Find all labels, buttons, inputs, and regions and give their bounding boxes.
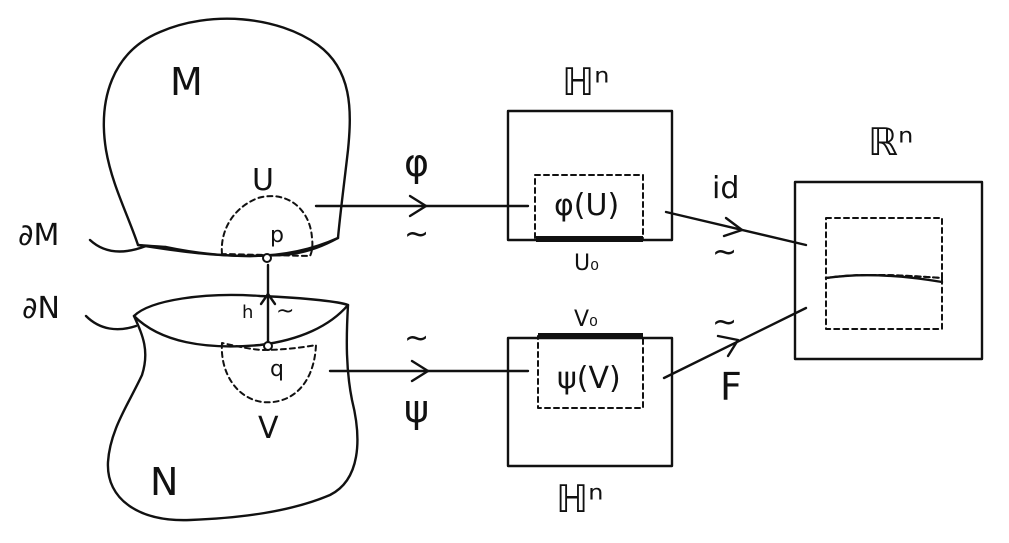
boundary-N-pointer	[84, 314, 138, 331]
label-V0: V₀	[574, 307, 598, 332]
halfspace-bottom-box	[506, 336, 674, 468]
glued-yellow-region	[825, 217, 943, 279]
label-phi-U: φ(U)	[554, 188, 619, 223]
map-id-arrow	[664, 210, 808, 247]
label-psi-V: ψ(V)	[557, 361, 621, 396]
point-q	[263, 341, 273, 351]
label-id: id	[712, 171, 739, 206]
map-h-arrowhead	[259, 292, 277, 306]
label-phi-iso: ~	[404, 217, 429, 252]
euclidean-space-box	[793, 180, 984, 361]
label-id-iso: ~	[712, 235, 737, 270]
label-boundary-N: ∂N	[22, 291, 60, 326]
map-F-arrowhead	[716, 334, 740, 358]
label-psi: ψ	[404, 387, 429, 431]
label-N: N	[150, 460, 178, 504]
label-H-bottom: ℍⁿ	[556, 477, 603, 521]
label-M: M	[170, 60, 203, 104]
label-p: p	[270, 223, 284, 248]
label-U: U	[252, 163, 274, 198]
label-F: F	[720, 365, 742, 409]
label-H-top: ℍⁿ	[562, 60, 609, 104]
label-boundary-M: ∂M	[18, 218, 59, 253]
glued-interface	[824, 274, 944, 284]
label-U0: U₀	[574, 251, 599, 276]
label-psi-iso: ~	[404, 321, 429, 356]
open-set-V	[220, 342, 317, 404]
label-V: V	[258, 411, 279, 446]
map-id-arrowhead	[722, 216, 744, 238]
glued-green-region	[825, 273, 943, 330]
label-phi: φ	[404, 141, 429, 185]
label-q: q	[270, 357, 284, 382]
halfspace-top-box	[506, 109, 674, 242]
label-F-iso: ~	[712, 305, 737, 340]
manifold-M-outline	[102, 17, 351, 258]
point-p	[262, 253, 272, 263]
label-h-iso: ~	[276, 299, 294, 324]
label-h: h	[242, 302, 253, 323]
open-set-U	[220, 195, 314, 257]
image-psi-V	[537, 335, 644, 409]
manifold-N-outline	[106, 303, 359, 522]
map-psi-arrowhead	[410, 359, 430, 383]
label-R: ℝⁿ	[868, 120, 913, 164]
boundary-M-curve	[136, 236, 340, 258]
boundary-N-curve	[132, 293, 350, 348]
map-phi-arrowhead	[408, 194, 428, 218]
boundary-M-pointer	[88, 238, 148, 253]
